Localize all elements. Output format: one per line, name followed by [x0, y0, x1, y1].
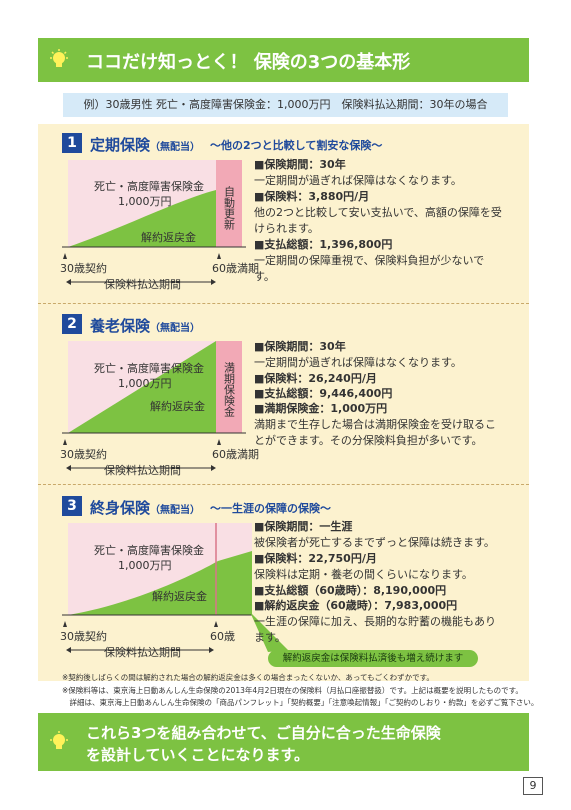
- detail-item: ■支払総額（60歳時）：8,190,000円: [254, 583, 504, 599]
- page-title: ココだけ知っとく！ 保険の3つの基本形: [86, 52, 411, 73]
- maturity-label: 満期保険金: [222, 362, 236, 417]
- detail-item: ■保険期間：30年 一定期間が過ぎれば保障はなくなります。: [254, 339, 504, 371]
- payment-period-label: 保険料払込期間: [104, 464, 181, 477]
- footer-line-2: を設計していくことになります。: [86, 746, 310, 764]
- section-number: 2: [62, 314, 82, 334]
- axis-line: [62, 246, 246, 285]
- start-label: 30歳契約: [60, 448, 107, 461]
- detail-body: 他の2つと比較して安い支払いで、高額の保障を受けられます。: [254, 206, 502, 235]
- death-benefit-label: 死亡・高度障害保険金: [94, 180, 204, 193]
- detail-body: 一定期間の保障重視で、保険料負担が少ないです。: [254, 254, 485, 283]
- death-benefit-label: 死亡・高度障害保険金: [94, 362, 204, 375]
- end-label: 60歳満期: [212, 448, 259, 461]
- detail-item: ■保険料：3,880円/月 他の2つと比較して安い支払いで、高額の保障を受けられ…: [254, 189, 504, 237]
- detail-item: ■保険期間：一生涯 被保険者が死亡するまでずっと保障は続きます。: [254, 519, 504, 551]
- axis-line: [62, 614, 252, 653]
- lightbulb-icon: [50, 731, 68, 749]
- callout-pointer: [250, 612, 288, 652]
- section-title: 定期保険（無配当）: [90, 134, 200, 155]
- section-title: 終身保険（無配当）: [90, 497, 200, 518]
- detail-head: ■満期保険金：1,000万円: [254, 402, 388, 415]
- section-divider: [38, 484, 529, 485]
- death-benefit-amount: 1,000万円: [118, 559, 172, 572]
- axis-line: [62, 432, 246, 471]
- refund-curve: [68, 190, 216, 247]
- footnote: ※契約後しばらくの間は解約された場合の解約返戻金は多くの場合まったくないか、あっ…: [62, 673, 434, 682]
- detail-item: ■支払総額：1,396,800円 一定期間の保障重視で、保険料負担が少ないです。: [254, 237, 504, 285]
- detail-body: 一生涯の保障に加え、長期的な貯蓄の機能もあります。: [254, 615, 496, 644]
- detail-item: ■保険料：22,750円/月 保険料は定期・養老の間くらいになります。: [254, 551, 504, 583]
- detail-item: ■支払総額：9,446,400円: [254, 386, 504, 402]
- refund-curve: [68, 523, 252, 615]
- detail-body: 一定期間が過ぎれば保障はなくなります。: [254, 356, 462, 369]
- payment-period-label: 保険料払込期間: [104, 646, 181, 659]
- death-benefit-label: 死亡・高度障害保険金: [94, 544, 204, 557]
- lightbulb-icon: [50, 49, 68, 67]
- footer-bar: これら3つを組み合わせて、ご自分に合った生命保険 を設計していくことになります。: [38, 713, 529, 771]
- callout-text: 解約返戻金は保険料払済後も増え続けます: [282, 653, 464, 664]
- refund-slope: [68, 341, 216, 433]
- renewal-label: 自動更新: [222, 186, 236, 230]
- assumption-bar: 例）30歳男性 死亡・高度障害保険金：1,000万円 保険料払込期間：30年の場…: [63, 93, 508, 117]
- detail-head: ■保険料：3,880円/月: [254, 190, 370, 203]
- footer-line-1: これら3つを組み合わせて、ご自分に合った生命保険: [86, 724, 441, 742]
- section-title-text: 養老保険: [90, 317, 151, 335]
- detail-head: ■保険料：22,750円/月: [254, 552, 377, 565]
- death-benefit-amount: 1,000万円: [118, 195, 172, 208]
- detail-item: ■保険料：26,240円/月: [254, 371, 504, 387]
- detail-head: ■保険期間：一生涯: [254, 520, 353, 533]
- detail-item: ■満期保険金：1,000万円 満期まで生存した場合は満期保険金を受け取ることがで…: [254, 401, 504, 449]
- detail-body: 保険料は定期・養老の間くらいになります。: [254, 568, 473, 581]
- section-tag: （無配当）: [150, 505, 201, 516]
- section-tag: （無配当）: [150, 323, 201, 334]
- section-subtitle: ～他の2つと比較して割安な保険～: [210, 139, 383, 152]
- payment-period-label: 保険料払込期間: [104, 278, 181, 291]
- detail-head: ■支払総額（60歳時）：8,190,000円: [254, 584, 447, 597]
- footnote: ※保険料等は、東京海上日動あんしん生命保険の2013年4月2日現在の保険料（月払…: [62, 686, 523, 695]
- section-divider: [38, 303, 529, 304]
- end-label: 60歳: [210, 630, 235, 643]
- section-number: 1: [62, 133, 82, 153]
- renewal-label-box: 自動更新: [216, 160, 242, 247]
- detail-body: 被保険者が死亡するまでずっと保障は続きます。: [254, 536, 495, 549]
- refund-label: 解約返戻金: [152, 590, 207, 603]
- start-label: 30歳契約: [60, 630, 107, 643]
- detail-head: ■支払総額：1,396,800円: [254, 238, 393, 251]
- detail-head: ■保険料：26,240円/月: [254, 372, 377, 385]
- end-label: 60歳満期: [212, 262, 259, 275]
- header-bar: ココだけ知っとく！ 保険の3つの基本形: [38, 38, 529, 82]
- maturity-label-box: 満期保険金: [216, 341, 242, 433]
- detail-item: ■解約返戻金（60歳時）：7,983,000円 一生涯の保障に加え、長期的な貯蓄…: [254, 598, 504, 646]
- section-number: 3: [62, 496, 82, 516]
- death-benefit-amount: 1,000万円: [118, 377, 172, 390]
- refund-label: 解約返戻金: [150, 400, 205, 413]
- footnote: 詳細は、東京海上日動あんしん生命保険の「商品パンフレット」「契約概要」「注意喚起…: [62, 698, 539, 707]
- section-title: 養老保険（無配当）: [90, 315, 200, 336]
- detail-item: ■保険期間：30年 一定期間が過ぎれば保障はなくなります。: [254, 157, 504, 189]
- section-subtitle: ～一生涯の保障の保険～: [210, 502, 331, 515]
- section-title-text: 終身保険: [90, 499, 151, 517]
- detail-head: ■解約返戻金（60歳時）：7,983,000円: [254, 599, 458, 612]
- section-tag: （無配当）: [150, 142, 201, 153]
- detail-body: 一定期間が過ぎれば保障はなくなります。: [254, 174, 462, 187]
- callout-box: 解約返戻金は保険料払済後も増え続けます: [268, 650, 478, 667]
- detail-head: ■保険期間：30年: [254, 340, 346, 353]
- page-number: 9: [523, 777, 543, 795]
- detail-body: 満期まで生存した場合は満期保険金を受け取ることができます。その分保険料負担が多い…: [254, 418, 496, 447]
- start-label: 30歳契約: [60, 262, 107, 275]
- detail-head: ■保険期間：30年: [254, 158, 346, 171]
- section-title-text: 定期保険: [90, 136, 151, 154]
- refund-label: 解約返戻金: [141, 231, 196, 244]
- detail-head: ■支払総額：9,446,400円: [254, 387, 393, 400]
